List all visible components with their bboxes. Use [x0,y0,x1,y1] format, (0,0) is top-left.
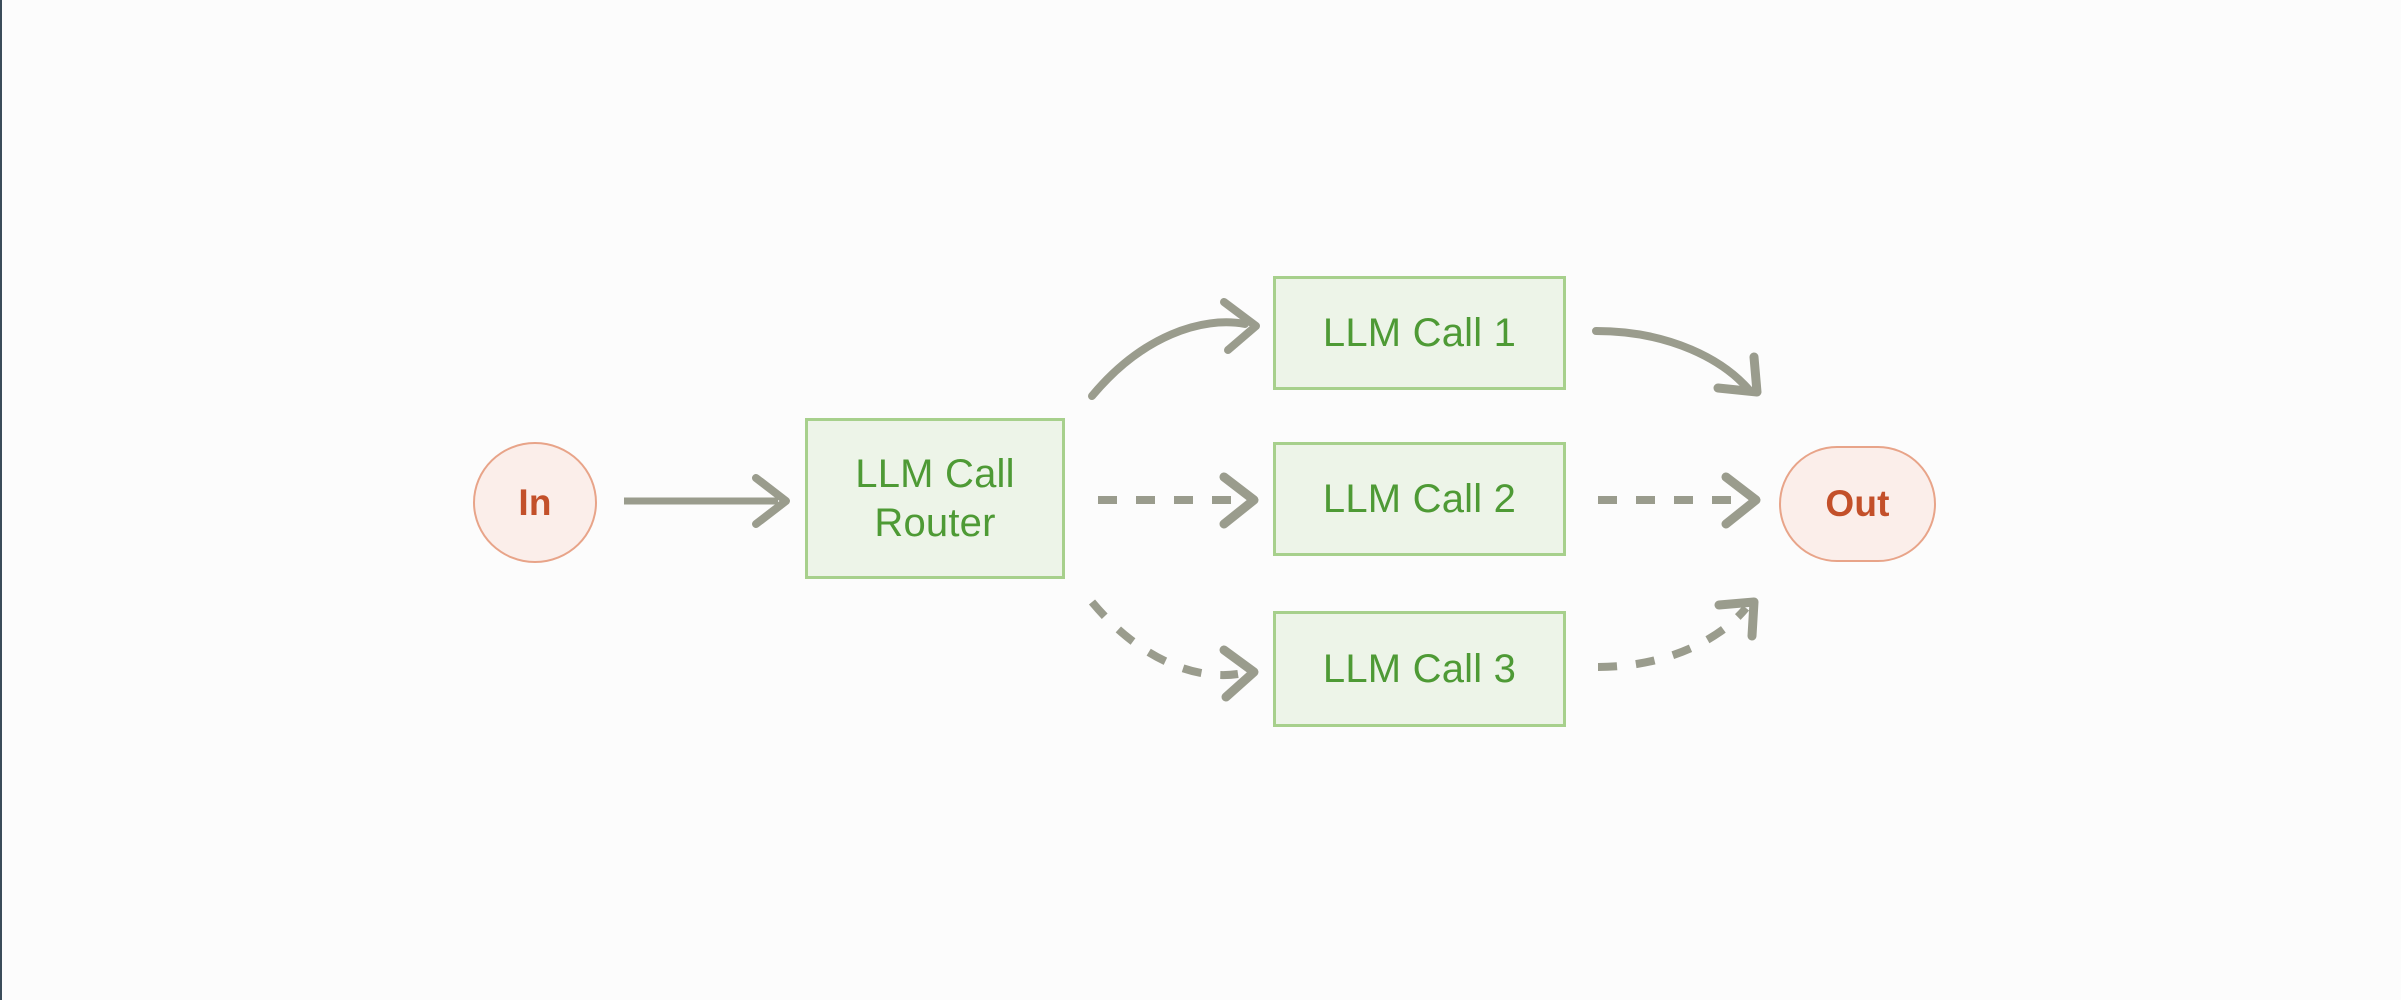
node-router-label-line-1: LLM Call [855,451,1015,496]
node-llm-call-2[interactable]: LLM Call 2 [1273,442,1566,556]
edge-in-to-router [624,474,790,528]
node-llm-call-router[interactable]: LLM Call Router [805,418,1065,579]
node-router-label-line-2: Router [874,500,996,545]
edge-router-to-call-1 [1088,298,1260,400]
edge-router-to-call-2 [1098,472,1259,529]
node-out[interactable]: Out [1779,446,1936,562]
edge-call-3-to-out [1597,597,1759,671]
edge-call-1-to-out [1592,327,1762,397]
node-llm-call-3[interactable]: LLM Call 3 [1273,611,1566,727]
edge-call-2-to-out [1598,472,1761,529]
node-in[interactable]: In [473,442,597,563]
edge-router-to-call-3 [1088,599,1259,702]
node-llm-call-1[interactable]: LLM Call 1 [1273,276,1566,390]
